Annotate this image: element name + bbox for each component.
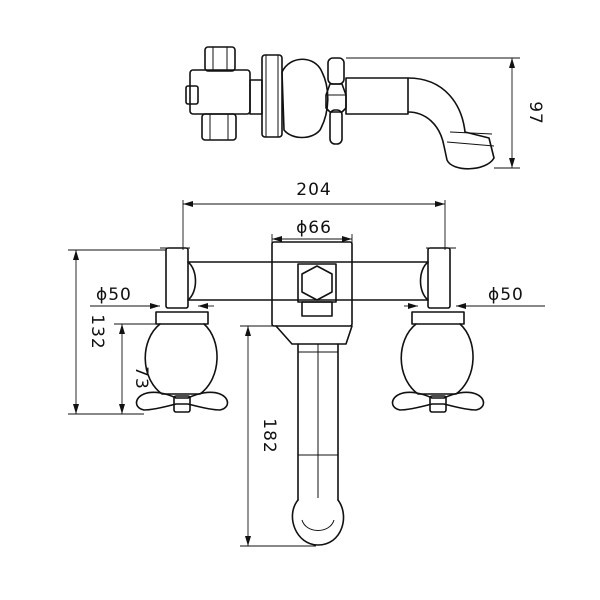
dimension-overall-depth: 97 [346, 57, 545, 169]
dimension-handle-height: 73 [114, 323, 156, 415]
dimension-label-left-phi50: ϕ50 [96, 285, 132, 305]
dimension-label-97: 97 [525, 101, 545, 125]
side-view-round-body [281, 58, 329, 139]
front-view-right-valve [391, 247, 485, 413]
dimension-label-73: 73 [131, 366, 151, 390]
front-view-centre-plate [271, 241, 353, 327]
dimension-centre-spacing: 204 [182, 180, 446, 250]
front-view [135, 241, 485, 546]
side-view-wall-plate [261, 54, 283, 138]
front-view-left-valve [135, 247, 229, 413]
front-view-connecting-bar [187, 261, 429, 301]
side-view [185, 46, 495, 170]
front-view-hex-nut [297, 263, 337, 317]
dimension-spout-height: 182 [240, 325, 316, 547]
side-view-cross-handle [325, 57, 347, 145]
dimension-label-right-phi50: ϕ50 [488, 285, 524, 305]
dimension-label-phi66: ϕ66 [296, 218, 332, 238]
dimension-right-handle-diameter: ϕ50 [404, 285, 545, 309]
dimension-label-182: 182 [259, 418, 279, 453]
dimension-left-handle-diameter: ϕ50 [90, 285, 214, 309]
front-view-spout [275, 325, 353, 546]
dimension-overall-height: 132 [68, 249, 166, 415]
side-view-valve-body [185, 46, 263, 141]
dimension-label-204: 204 [296, 180, 331, 200]
dimension-label-132: 132 [87, 314, 107, 349]
side-view-spout [345, 77, 495, 170]
dimension-spout-plate-diameter: ϕ66 [271, 218, 353, 244]
